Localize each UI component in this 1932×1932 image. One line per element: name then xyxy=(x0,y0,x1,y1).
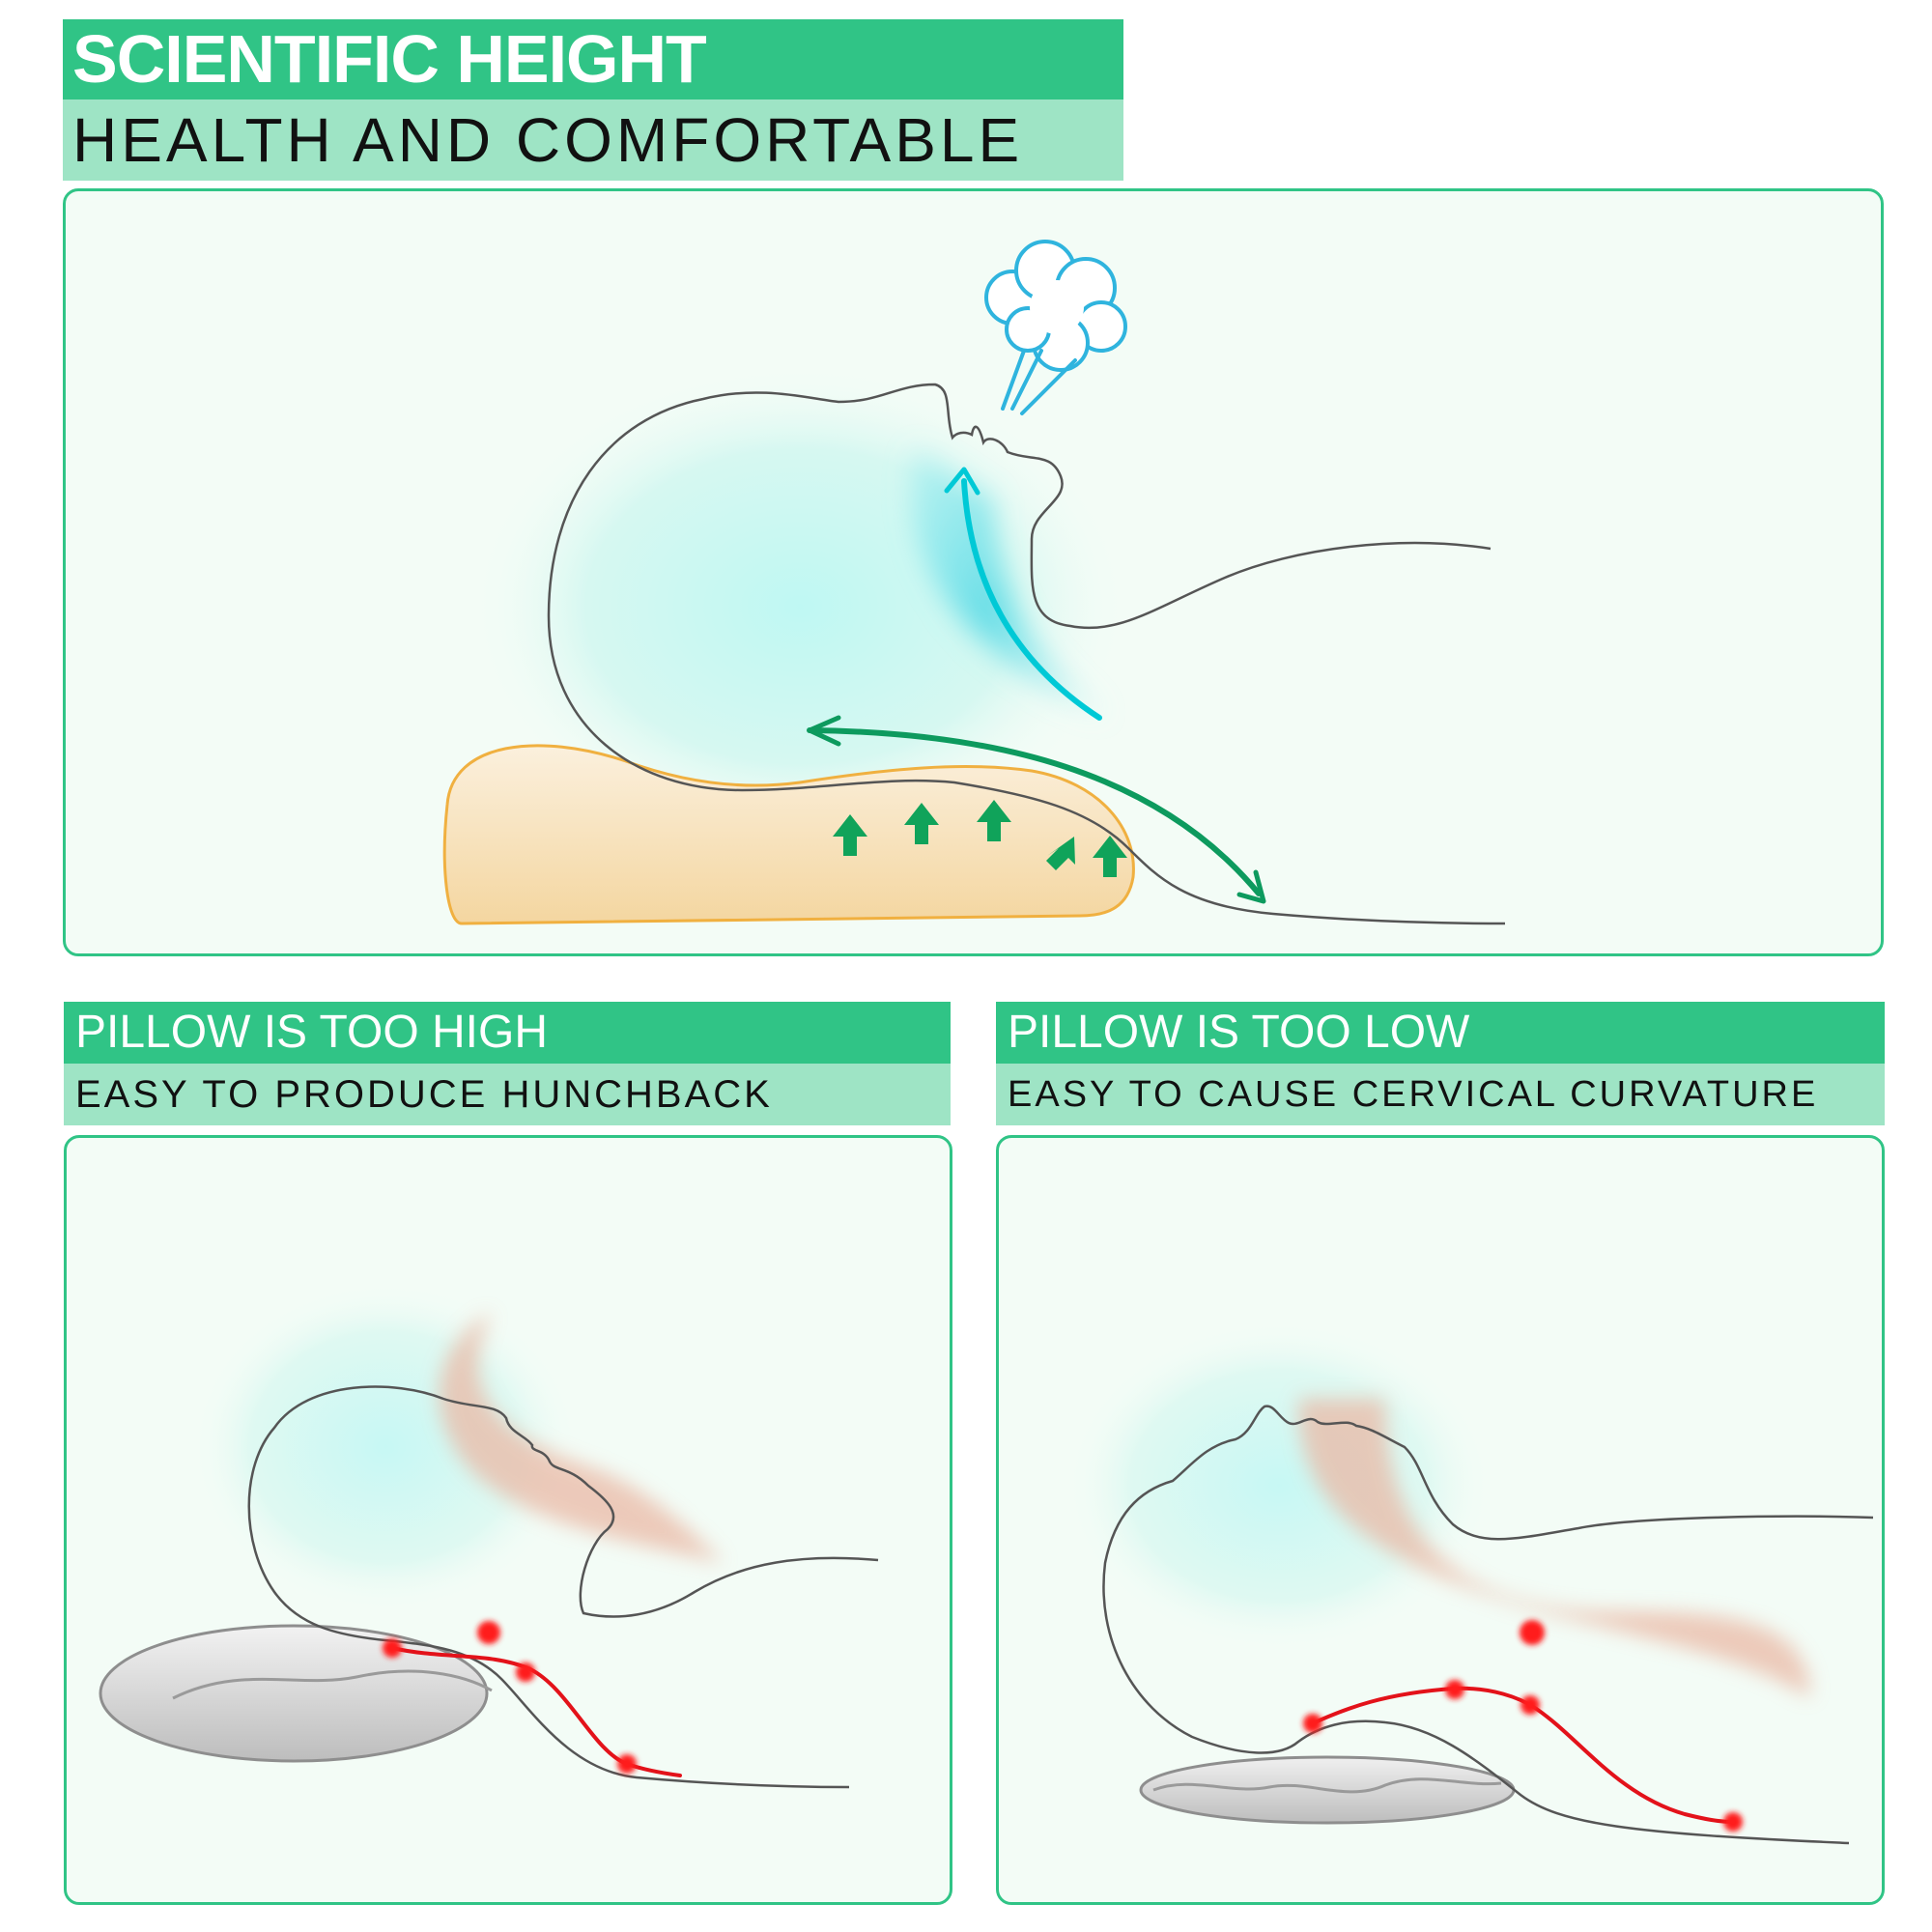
correct-height-panel xyxy=(63,188,1884,956)
pillow-too-high-panel xyxy=(64,1135,952,1905)
up-arrow-icon xyxy=(904,803,939,844)
spine-support-arrowhead-right xyxy=(1236,869,1266,904)
pain-points xyxy=(1303,1620,1743,1832)
pillow-fold xyxy=(172,1669,493,1700)
up-arrow-icon xyxy=(977,800,1011,841)
up-arrow-icon xyxy=(1093,836,1127,877)
head-glow xyxy=(192,1283,579,1611)
pain-point xyxy=(1520,1620,1545,1645)
thick-pillow xyxy=(99,1624,489,1763)
pain-point xyxy=(1445,1680,1464,1699)
pain-points xyxy=(383,1621,637,1774)
up-arrow-icon xyxy=(833,814,867,856)
pain-point xyxy=(516,1662,535,1682)
compressed-airway-band xyxy=(1298,1399,1810,1698)
spine-support-arrow-path xyxy=(807,727,1262,896)
spine-support-arrowhead-left xyxy=(807,715,841,747)
head-and-neck-outline xyxy=(547,383,1506,925)
pillow-too-low-illustration xyxy=(1066,1321,1874,1845)
strained-airway-band xyxy=(439,1312,724,1563)
pain-point xyxy=(477,1621,500,1644)
main-title: SCIENTIFIC HEIGHT xyxy=(63,19,1123,99)
pain-point xyxy=(1303,1714,1322,1733)
pain-point xyxy=(383,1638,402,1658)
airway-band xyxy=(911,447,1109,718)
head-and-neck-outline xyxy=(247,1385,879,1789)
strained-spine-line xyxy=(390,1646,682,1777)
airway-arrowhead xyxy=(944,467,980,496)
pillow-too-low-title: PILLOW IS TOO LOW xyxy=(996,1002,1885,1064)
pillow-fold xyxy=(1152,1777,1502,1794)
airway-path xyxy=(961,478,1102,721)
pain-point xyxy=(617,1754,637,1774)
pillow-too-high-title: PILLOW IS TOO HIGH xyxy=(64,1002,951,1064)
pain-point xyxy=(1723,1812,1743,1832)
exhale-cloud-icon xyxy=(984,240,1127,372)
head-and-neck-outline xyxy=(1102,1405,1874,1845)
support-arrow-icons xyxy=(833,800,1127,877)
pillow-too-low-panel xyxy=(996,1135,1885,1905)
pain-point xyxy=(1520,1695,1540,1715)
main-subtitle: HEALTH AND COMFORTABLE xyxy=(63,99,1123,181)
exhale-lines xyxy=(1001,349,1077,415)
pillow-too-high-subtitle: EASY TO PRODUCE HUNCHBACK xyxy=(64,1064,951,1125)
correct-height-illustration xyxy=(442,240,1506,925)
memory-foam-pillow xyxy=(442,744,1135,925)
up-arrow-icon xyxy=(1046,837,1075,870)
pillow-too-low-subtitle: EASY TO CAUSE CERVICAL CURVATURE xyxy=(996,1064,1885,1125)
pillow-too-high-illustration xyxy=(99,1283,879,1789)
